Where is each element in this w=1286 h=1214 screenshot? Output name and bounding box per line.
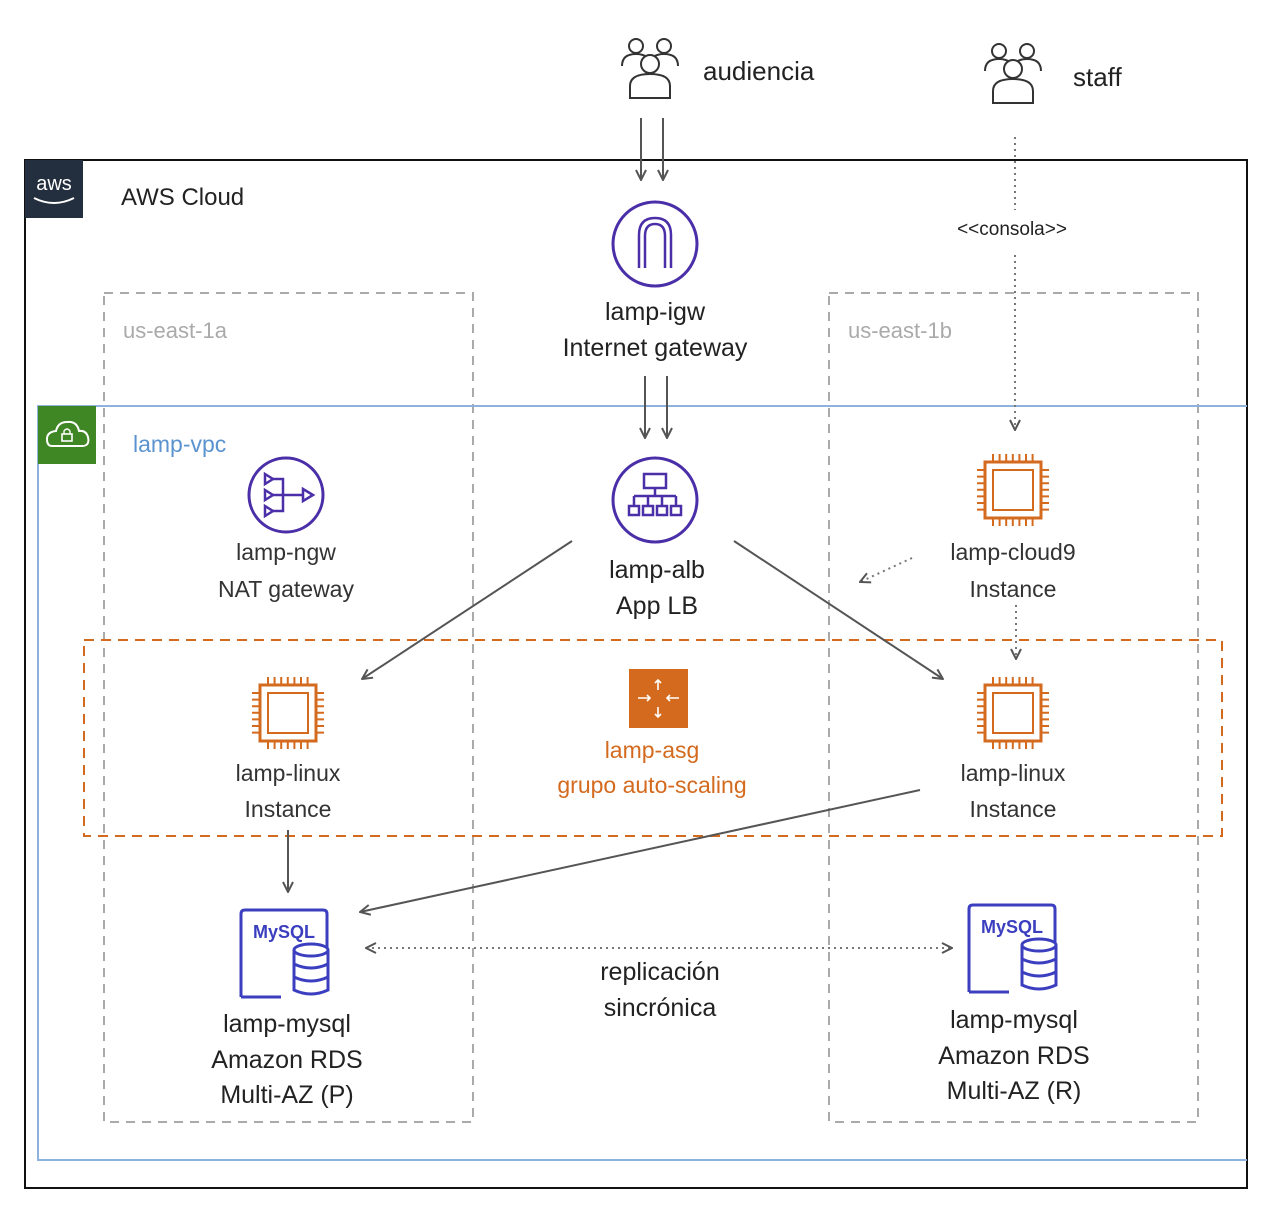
alb-to-linux-a-arrow	[362, 540, 573, 679]
ngw-name: lamp-ngw	[236, 539, 336, 565]
auto-scaling-icon	[629, 669, 688, 728]
alb-name: lamp-alb	[609, 556, 705, 584]
vpc-boundary	[37, 405, 1247, 1161]
aws-cloud-boundary	[24, 159, 1248, 1189]
db-primary-name: lamp-mysql	[223, 1010, 351, 1038]
svg-text:aws: aws	[36, 173, 72, 195]
internet-gateway-icon	[611, 200, 699, 288]
audience-icon	[621, 38, 679, 99]
alb-to-linux-b-arrow	[733, 540, 943, 679]
vpc-label: lamp-vpc	[133, 431, 226, 457]
linux-b-instance-icon	[977, 677, 1049, 749]
db-replica-type: Amazon RDS	[938, 1042, 1089, 1070]
az-b-boundary	[828, 292, 1199, 1123]
asg-boundary	[83, 639, 1223, 837]
mysql-primary-icon: MySQL	[239, 908, 330, 999]
cloud9-name: lamp-cloud9	[950, 539, 1075, 565]
staff-icon	[984, 43, 1042, 104]
db-replica-mode: Multi-AZ (R)	[947, 1077, 1082, 1105]
linux-b-type: Instance	[970, 796, 1057, 822]
aws-cloud-title: AWS Cloud	[121, 184, 244, 211]
vpc-cloud-lock-icon	[38, 406, 96, 464]
alb-type: App LB	[616, 592, 698, 620]
db-primary-mode: Multi-AZ (P)	[220, 1081, 353, 1109]
linux-a-name: lamp-linux	[236, 760, 341, 786]
load-balancer-icon	[611, 456, 699, 544]
nat-gateway-icon	[247, 456, 325, 534]
linux-b-name: lamp-linux	[961, 760, 1066, 786]
cloud9-to-ngw-arrow	[860, 557, 913, 582]
linux-a-type: Instance	[245, 796, 332, 822]
az-a-boundary	[103, 292, 474, 1123]
cloud9-instance-icon	[977, 454, 1049, 526]
mysql-replica-icon: MySQL	[967, 903, 1058, 994]
ngw-type: NAT gateway	[218, 576, 354, 602]
db-primary-type: Amazon RDS	[211, 1046, 362, 1074]
cloud9-type: Instance	[970, 576, 1057, 602]
linux-b-to-db-arrow	[360, 789, 921, 912]
db-replica-name: lamp-mysql	[950, 1006, 1078, 1034]
console-label: <<consola>>	[957, 219, 1067, 240]
svg-text:MySQL: MySQL	[981, 917, 1043, 937]
replication-label-1: replicación	[600, 958, 720, 986]
replication-label-2: sincrónica	[604, 994, 717, 1022]
asg-name: lamp-asg	[605, 737, 700, 763]
igw-to-alb-arrows	[645, 376, 667, 438]
igw-type: Internet gateway	[563, 334, 748, 362]
az-a-label: us-east-1a	[123, 318, 228, 343]
aws-logo: aws	[25, 160, 83, 218]
asg-type: grupo auto-scaling	[557, 772, 746, 798]
igw-name: lamp-igw	[605, 298, 706, 326]
svg-text:MySQL: MySQL	[253, 922, 315, 942]
az-b-label: us-east-1b	[848, 318, 952, 343]
staff-label: staff	[1073, 62, 1122, 92]
linux-a-instance-icon	[252, 677, 324, 749]
audience-label: audiencia	[703, 56, 815, 86]
audience-to-igw-arrows	[641, 118, 663, 180]
